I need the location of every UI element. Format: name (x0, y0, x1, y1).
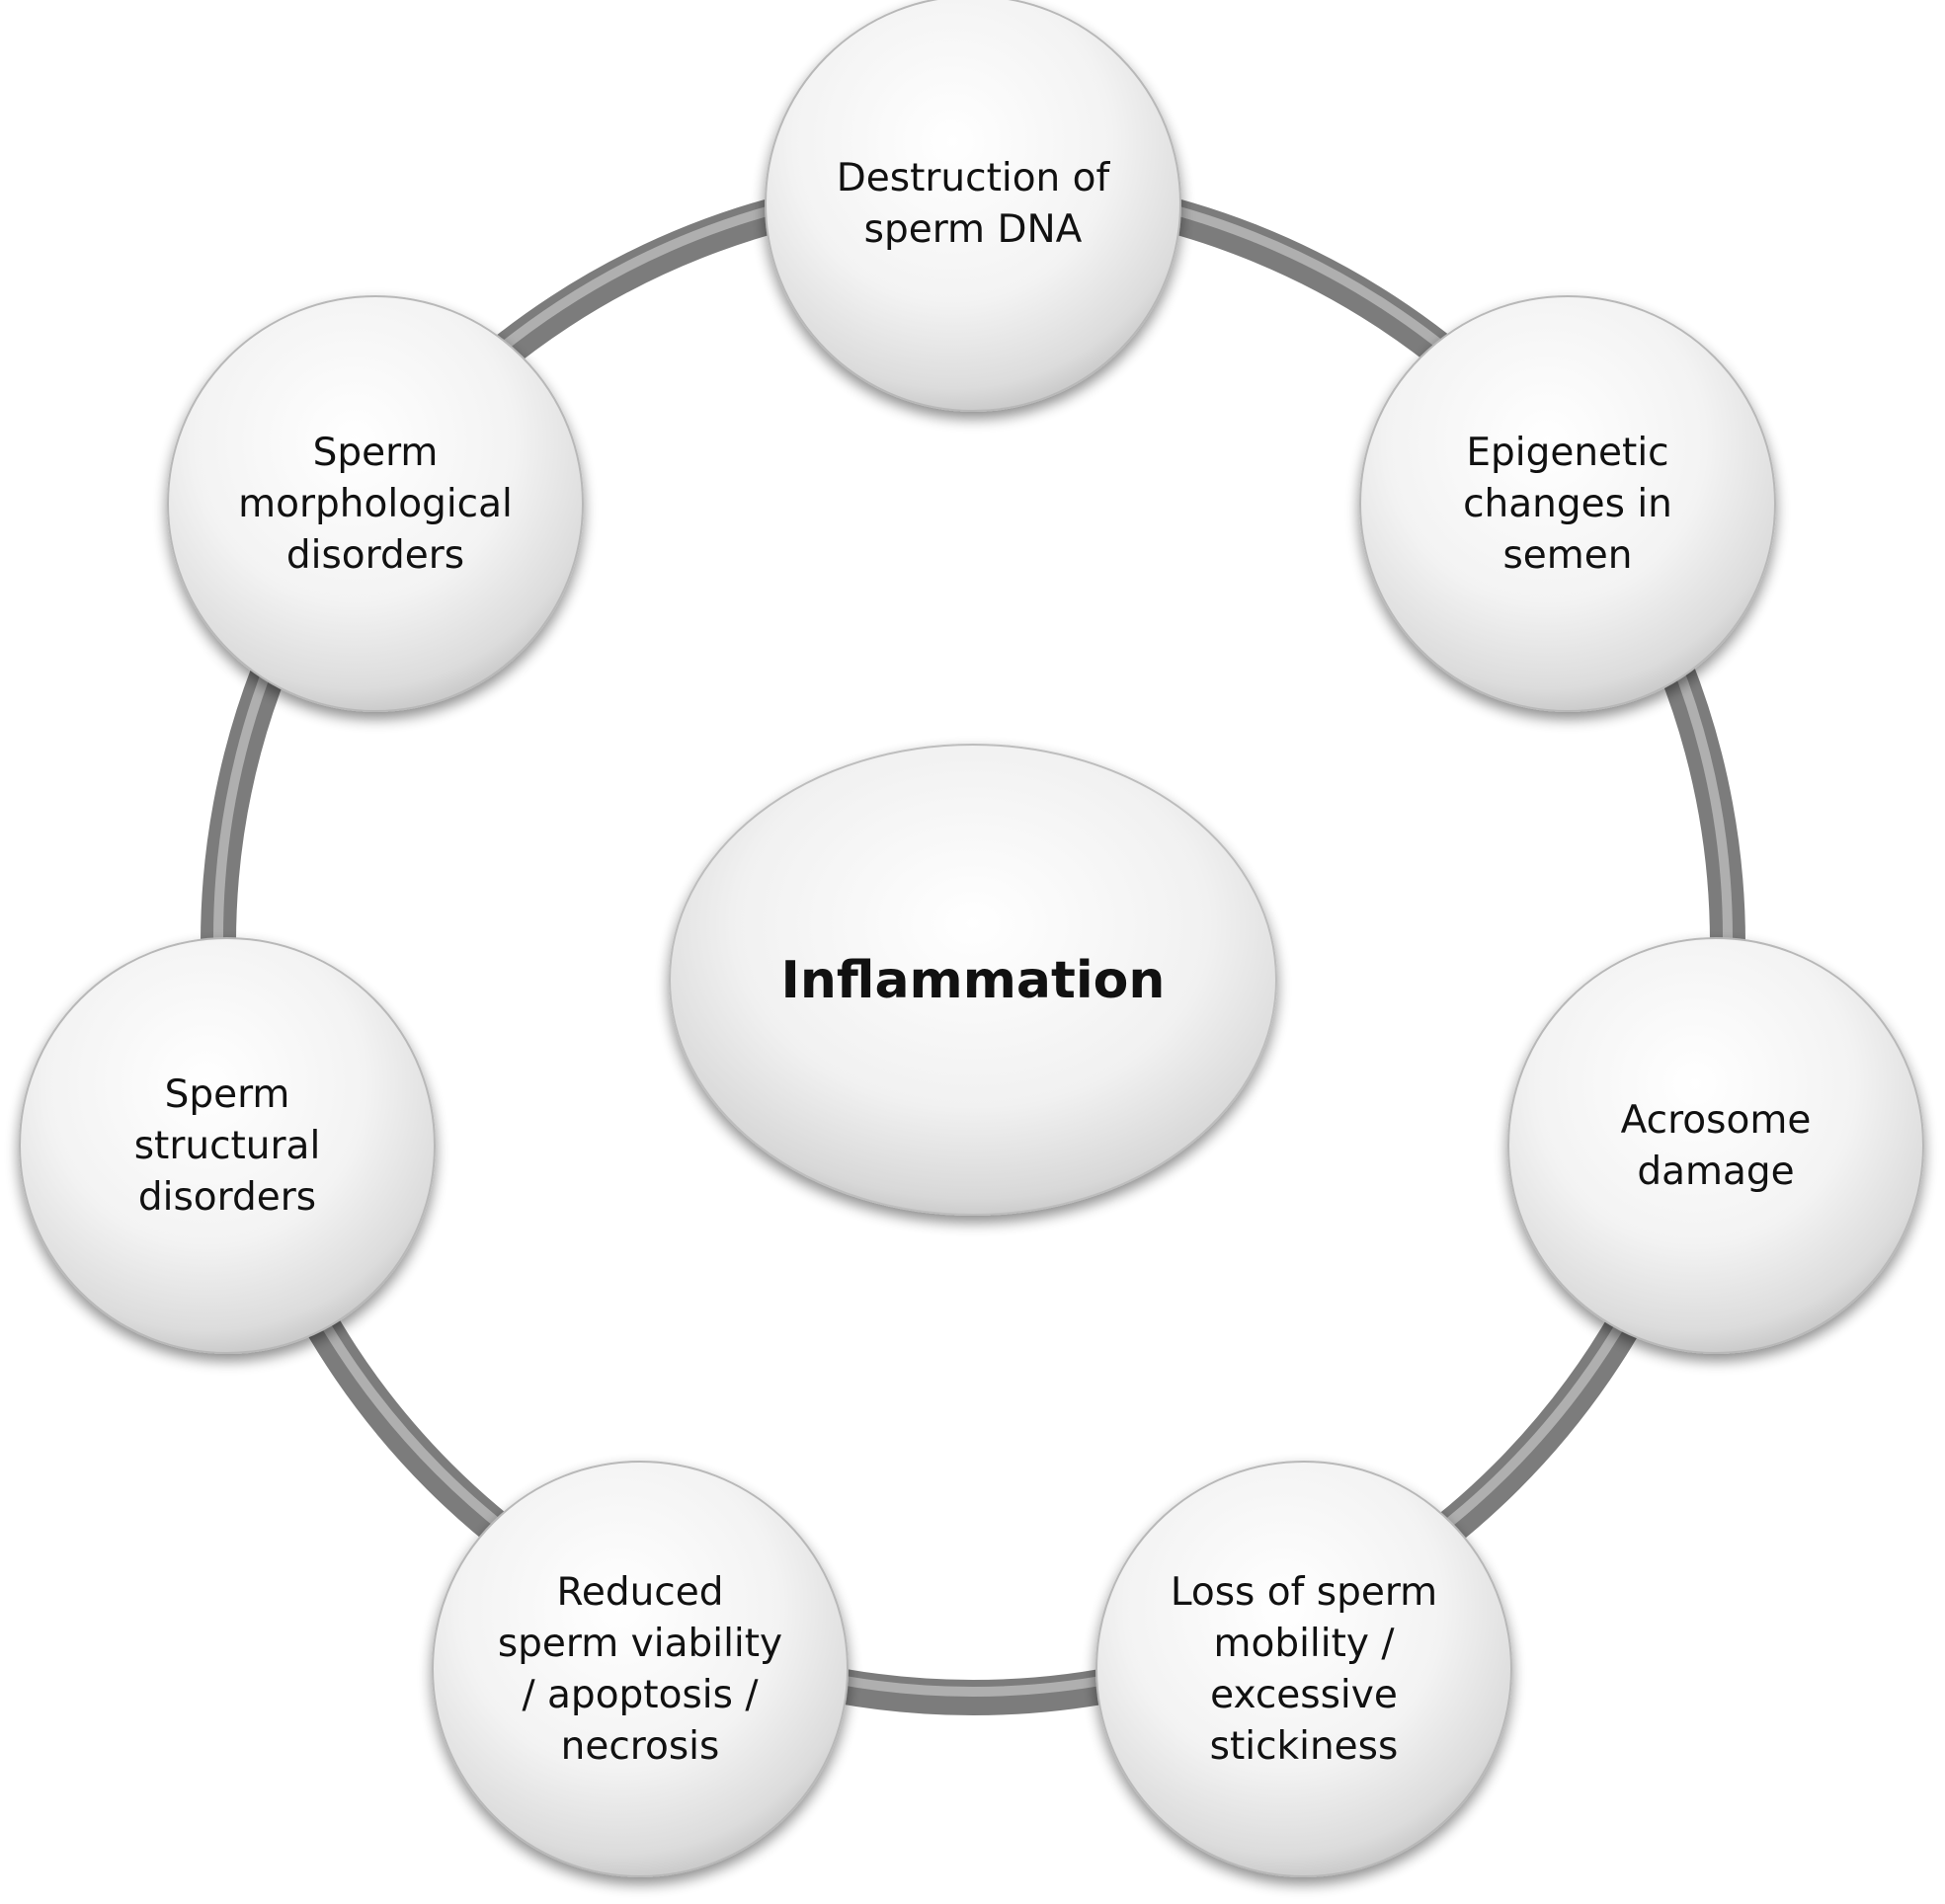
node-label-line: structural (134, 1124, 321, 1168)
center-label-line: Inflammation (781, 951, 1166, 1010)
node-label-line: Sperm (313, 431, 439, 475)
node-label-line: damage (1637, 1150, 1794, 1194)
effect-nodes: Destruction of sperm DNA Epigenetic changes… (19, 0, 1924, 1877)
node-label-line: morphological (238, 482, 513, 526)
node-morphological: Sperm morphological disorders (167, 295, 584, 712)
node-label-line: stickiness (1210, 1724, 1399, 1769)
node-destruction-dna: Destruction of sperm DNA (765, 0, 1181, 412)
node-label-line: Epigenetic (1466, 431, 1668, 475)
node-label-line: Reduced (556, 1570, 723, 1615)
node-label-line: Sperm (165, 1072, 290, 1117)
node-acrosome: Acrosome damage (1507, 937, 1924, 1354)
node-label-line: sperm viability (498, 1622, 782, 1666)
node-label-line: sperm DNA (864, 207, 1083, 252)
node-label-line: changes in (1463, 482, 1672, 526)
node-mobility: Loss of sperm mobility / excessive stickine… (1095, 1461, 1512, 1877)
node-label-line: disorders (138, 1175, 316, 1220)
node-circle (1095, 1461, 1512, 1877)
node-label-line: mobility / (1213, 1622, 1395, 1666)
node-circle (1507, 937, 1924, 1354)
node-label-line: semen (1502, 533, 1632, 578)
node-circle (1359, 295, 1776, 712)
node-circle (19, 937, 436, 1354)
node-viability: Reduced sperm viability / apoptosis / necro… (432, 1461, 849, 1877)
node-circle (432, 1461, 849, 1877)
node-label-line: Acrosome (1621, 1098, 1812, 1143)
node-label-line: disorders (286, 533, 464, 578)
node-circle (167, 295, 584, 712)
node-label-line: necrosis (561, 1724, 720, 1769)
node-label-line: / apoptosis / (523, 1673, 760, 1717)
node-circle (765, 0, 1181, 412)
center-label: Inflammation (781, 951, 1166, 1010)
node-label-line: Destruction of (837, 156, 1111, 200)
node-label-line: excessive (1210, 1673, 1398, 1717)
node-structural: Sperm structural disorders (19, 937, 436, 1354)
node-label-line: Loss of sperm (1171, 1570, 1437, 1615)
node-epigenetic: Epigenetic changes in semen (1359, 295, 1776, 712)
center-node (669, 744, 1277, 1216)
center-ellipse (669, 744, 1277, 1216)
